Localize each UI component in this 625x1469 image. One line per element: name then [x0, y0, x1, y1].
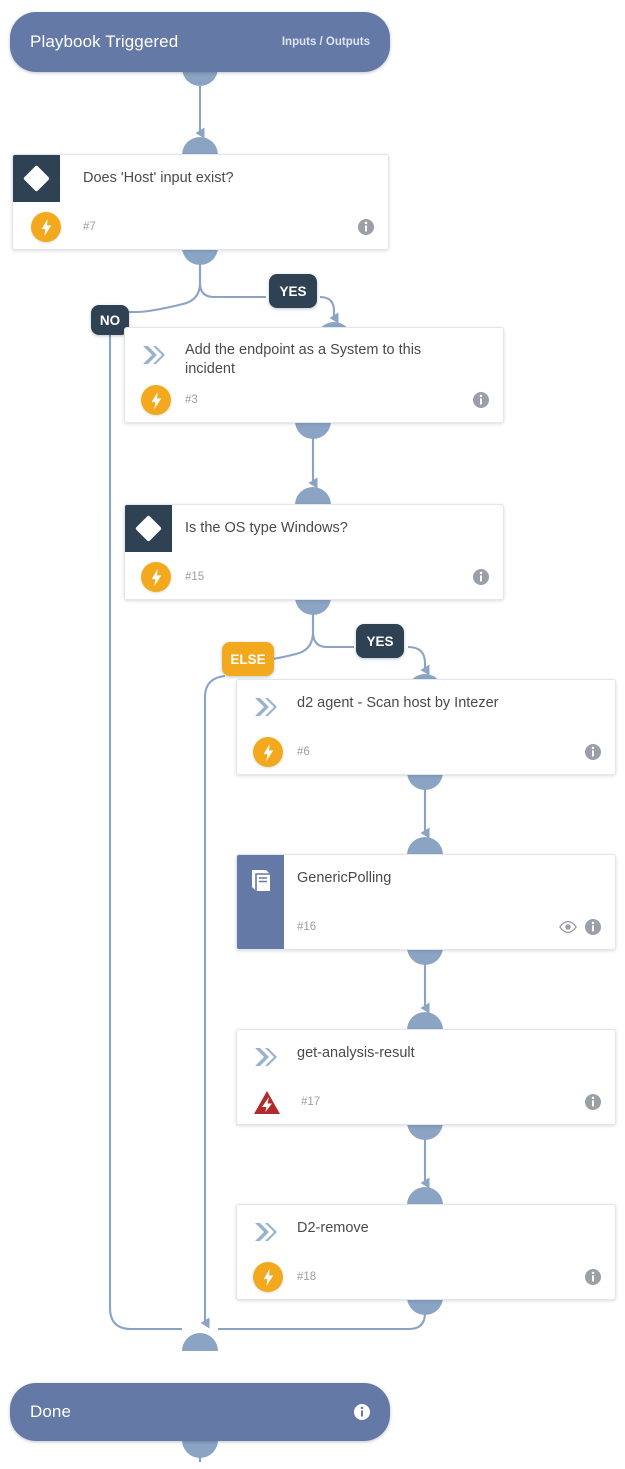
condition-icon-box — [13, 155, 60, 202]
edge-ports — [182, 68, 443, 1458]
branch-label-no[interactable]: NO — [91, 305, 129, 335]
port-out-done — [182, 1440, 218, 1458]
port-out-start — [182, 68, 218, 86]
node-title: Add the endpoint as a System to this inc… — [185, 342, 422, 377]
branch-label-else[interactable]: ELSE — [222, 642, 274, 676]
info-icon[interactable] — [354, 1404, 370, 1420]
branch-label-text: YES — [366, 633, 394, 649]
lightning-bolt-icon — [253, 737, 283, 767]
diamond-icon — [135, 515, 162, 542]
info-icon[interactable] — [585, 919, 601, 935]
condition-icon-box — [125, 505, 172, 552]
branch-label-text: ELSE — [230, 651, 266, 667]
port-out-17 — [407, 1122, 443, 1140]
node-title: D2-remove — [297, 1220, 369, 1236]
info-icon[interactable] — [358, 219, 374, 235]
edge-7-no — [128, 258, 202, 314]
warning-bolt-icon — [253, 1089, 281, 1115]
start-node-inputs-outputs-link[interactable]: Inputs / Outputs — [281, 36, 370, 48]
port-out-3 — [295, 421, 331, 439]
node-id-label: #3 — [185, 394, 198, 406]
lightning-bolt-icon — [31, 212, 61, 242]
node-title: Does 'Host' input exist? — [83, 170, 234, 186]
node-genericpolling[interactable]: GenericPolling #16 — [236, 854, 616, 950]
port-in-16 — [407, 837, 443, 855]
info-icon[interactable] — [585, 1269, 601, 1285]
lightning-bolt-icon — [253, 1262, 283, 1292]
node-id-label: #18 — [297, 1271, 317, 1283]
book-icon — [251, 870, 270, 891]
chevron-right-icon — [143, 346, 165, 364]
eye-icon[interactable] — [559, 920, 577, 934]
node-id-label: #7 — [83, 221, 96, 233]
port-out-15 — [295, 597, 331, 615]
branch-label-text: YES — [279, 283, 307, 299]
node-add-endpoint-as-system[interactable]: Add the endpoint as a System to this inc… — [124, 327, 504, 423]
edge-7-yes — [198, 258, 266, 299]
edge-18-to-done — [218, 1308, 427, 1331]
port-out-16 — [407, 947, 443, 965]
node-title: Is the OS type Windows? — [185, 520, 348, 536]
branch-label-yes-host[interactable]: YES — [269, 274, 317, 308]
edge-yes-to-6 — [407, 645, 430, 676]
port-out-18 — [407, 1297, 443, 1315]
node-id-label: #6 — [297, 746, 310, 758]
port-in-done — [182, 1333, 218, 1351]
done-node-title: Done — [30, 1402, 72, 1421]
lightning-bolt-icon — [141, 562, 171, 592]
node-playbook-triggered[interactable]: Playbook Triggered Inputs / Outputs — [10, 12, 390, 72]
start-node-title: Playbook Triggered — [30, 32, 179, 51]
node-id-label: #15 — [185, 571, 205, 583]
branch-label-yes-os[interactable]: YES — [356, 624, 404, 658]
node-title: d2 agent - Scan host by Intezer — [297, 695, 499, 711]
subplaybook-icon-box — [237, 855, 284, 949]
chevron-right-icon — [255, 1223, 277, 1241]
info-icon[interactable] — [473, 392, 489, 408]
node-id-label: #17 — [301, 1096, 321, 1108]
port-out-7 — [182, 247, 218, 265]
node-is-os-type-windows[interactable]: Is the OS type Windows? #15 — [124, 504, 504, 600]
node-done[interactable]: Done — [10, 1383, 390, 1441]
chevron-right-icon — [255, 1048, 277, 1066]
port-out-6 — [407, 772, 443, 790]
branch-label-text: NO — [99, 312, 121, 328]
port-in-7 — [182, 137, 218, 155]
node-title: GenericPolling — [297, 870, 392, 886]
info-icon[interactable] — [473, 569, 489, 585]
edge-yes-to-3 — [319, 295, 339, 324]
port-in-17 — [407, 1012, 443, 1030]
info-icon[interactable] — [585, 1094, 601, 1110]
port-in-15 — [295, 487, 331, 505]
diamond-icon — [23, 165, 50, 192]
chevron-right-icon — [255, 698, 277, 716]
node-get-analysis-result[interactable]: get-analysis-result #17 — [236, 1029, 616, 1125]
edge-else-long — [200, 674, 226, 1329]
node-id-label: #16 — [297, 921, 317, 933]
node-title: get-analysis-result — [297, 1045, 415, 1061]
lightning-bolt-icon — [141, 385, 171, 415]
node-d2-agent-scan-host-by-intezer[interactable]: d2 agent - Scan host by Intezer #6 — [236, 679, 616, 775]
edge-no-long — [108, 335, 182, 1331]
info-icon[interactable] — [585, 744, 601, 760]
node-does-host-input-exist[interactable]: Does 'Host' input exist? #7 — [12, 154, 389, 250]
node-d2-remove[interactable]: D2-remove #18 — [236, 1204, 616, 1300]
port-in-18 — [407, 1187, 443, 1205]
